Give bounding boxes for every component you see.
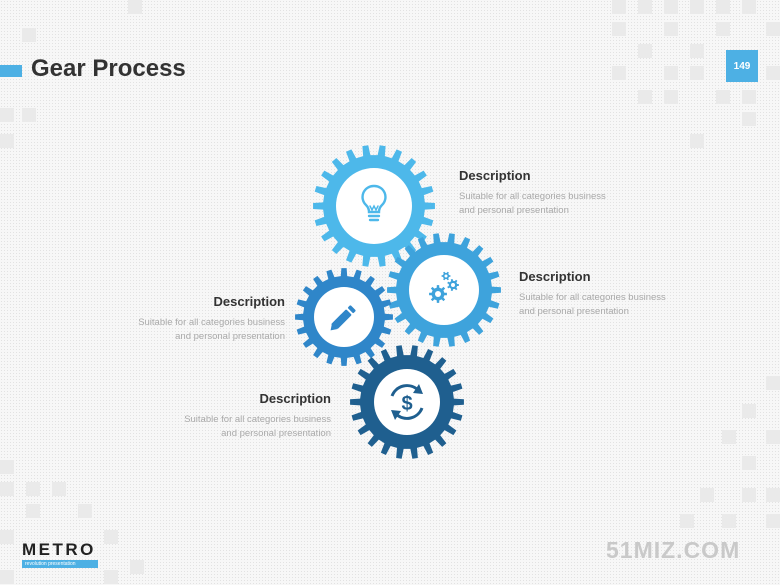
description-text: and personal presentation [459,205,569,216]
description-block-2: Description Suitable for all categories … [519,269,719,319]
description-block-4: Description Suitable for all categories … [131,391,331,441]
description-title: Description [519,269,591,284]
description-block-3: Description Suitable for all categories … [85,294,285,344]
gear-4: $ [350,345,464,459]
description-text: Suitable for all categories business [519,292,666,303]
description-title: Description [259,391,331,406]
description-text: and personal presentation [221,428,331,439]
description-text: and personal presentation [175,331,285,342]
metro-logo: METRO revolution presentation [22,541,98,568]
svg-text:$: $ [401,393,412,415]
description-title: Description [459,168,531,183]
lightbulb-icon [361,184,387,222]
description-text: Suitable for all categories business [459,191,606,202]
logo-tagline: revolution presentation [22,560,98,568]
description-text: Suitable for all categories business [138,317,285,328]
watermark: 51MIZ.COM [606,537,741,563]
description-title: Description [213,294,285,309]
description-text: Suitable for all categories business [184,414,331,425]
description-block-1: Description Suitable for all categories … [459,168,659,218]
gear-1 [313,145,435,267]
gear-3 [295,268,393,366]
page-title: Gear Process [31,55,186,82]
page-number-badge: 149 [726,50,758,82]
pencil-icon [330,305,356,331]
gear-2 [387,233,501,347]
description-text: and personal presentation [519,306,629,317]
cogs-icon [429,271,459,303]
title-accent-bar [0,65,22,77]
dollar-exchange-icon: $ [390,384,424,420]
logo-name: METRO [22,540,96,559]
